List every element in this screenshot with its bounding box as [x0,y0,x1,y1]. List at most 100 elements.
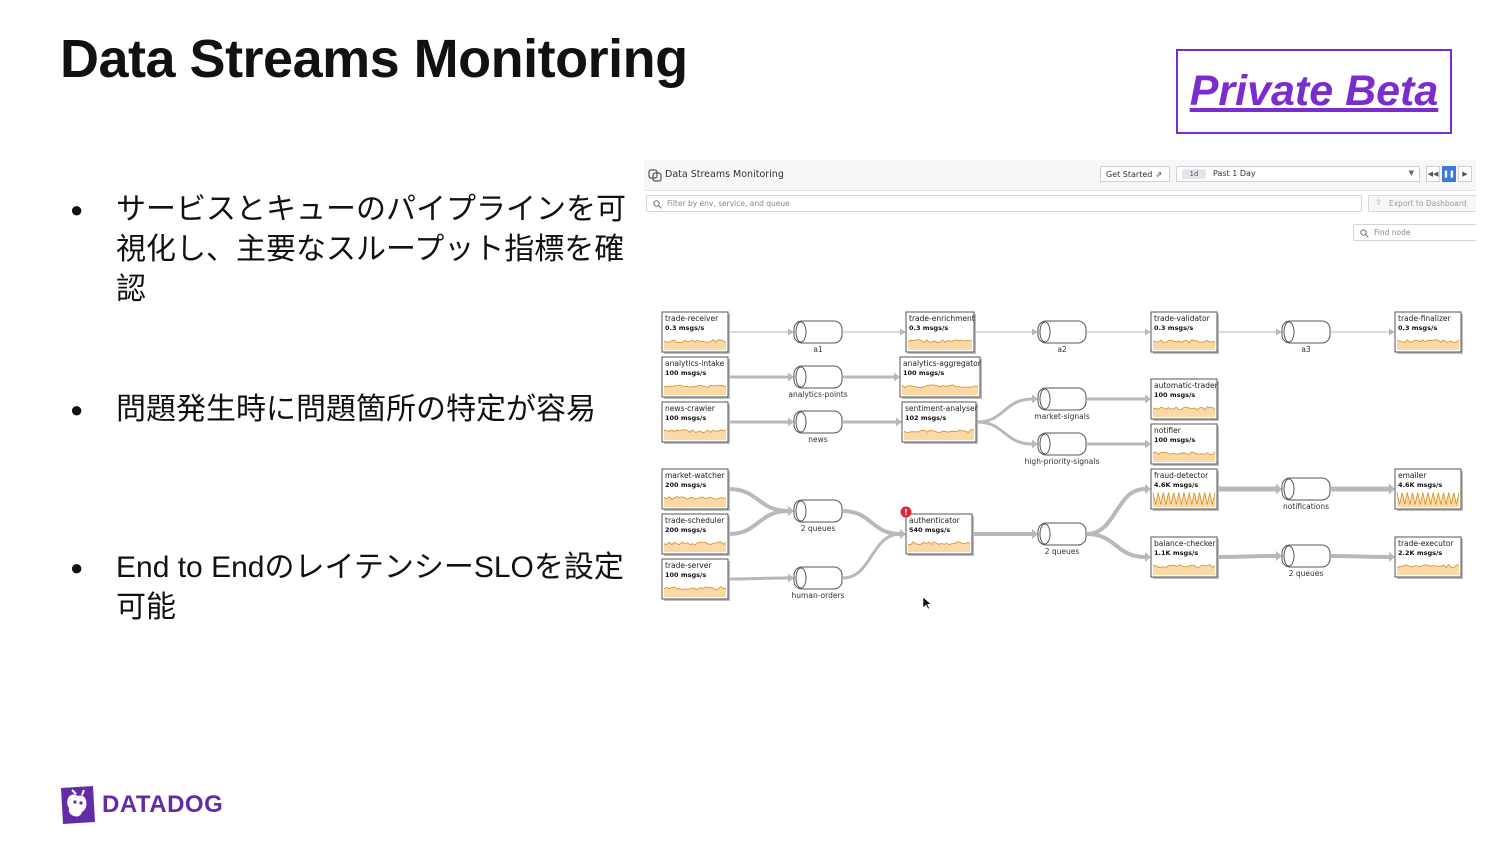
queue-node[interactable]: high-priority-signals [1025,432,1100,466]
queue-cylinder [793,410,843,434]
sparkline-line [1152,339,1216,344]
slide-title: Data Streams Monitoring [60,29,688,89]
filter-input[interactable]: Filter by env, service, and queue [646,195,1362,212]
edge-arrowhead [900,328,906,336]
throughput-sparkline [664,541,726,552]
queue-cylinder-cap [795,411,807,433]
pause-icon: ❚❚ [1443,170,1455,178]
sparkline-line [1152,406,1216,411]
service-rate: 100 msgs/s [1154,436,1195,444]
queue-node[interactable]: market-signals [1034,387,1090,421]
private-beta-link[interactable]: Private Beta [1189,67,1439,115]
alert-icon-mark: ! [904,508,908,517]
sparkline-line [663,586,727,591]
edge-arrowhead [1276,551,1282,561]
sparkline-line [664,384,727,389]
edge-arrowhead [1145,484,1151,494]
throughput-sparkline [1397,339,1459,350]
queue-cylinder-cap [795,366,807,388]
queue-node[interactable]: human-orders [792,566,845,600]
forward-button[interactable]: ▶ [1458,166,1472,182]
service-name: trade-executor [1398,539,1454,548]
sparkline-line [903,429,975,434]
service-name: notifier [1154,426,1182,435]
time-range-select[interactable]: 1d Past 1 Day ▼ [1176,166,1420,182]
queue-cylinder-cap [795,567,807,589]
pipeline-edge [1217,554,1277,559]
alert-icon[interactable] [900,506,912,518]
service-rate: 0.3 msgs/s [1398,324,1437,332]
sparkline-line [1396,492,1460,505]
private-beta-badge[interactable]: Private Beta [1176,49,1452,134]
throughput-sparkline [902,384,978,395]
export-dashboard-button[interactable]: ⇪ Export to Dashboard [1368,195,1476,212]
queue-cylinder [1037,320,1087,344]
edge-arrowhead [788,372,794,382]
service-name: news-crawler [665,404,716,413]
queue-node[interactable]: 2 queues [1037,522,1087,556]
queue-label: a2 [1057,345,1067,354]
time-range-label: Past 1 Day [1213,169,1256,178]
datadog-dog-icon [61,786,95,824]
sparkline-line [663,339,727,344]
node-layer: a1 a2 a3 analytics-points news market-signals… [661,311,1463,610]
play-icon: ▶ [1462,170,1468,178]
queue-node[interactable]: 2 queues [793,499,843,533]
service-rate: 0.3 msgs/s [909,324,948,332]
queue-label: human-orders [792,591,845,600]
pipeline-edge [976,397,1033,424]
queue-node[interactable]: a3 [1281,320,1331,354]
filter-placeholder: Filter by env, service, and queue [667,199,790,208]
pause-button[interactable]: ❚❚ [1442,166,1456,182]
edge-arrowhead [1145,439,1151,449]
get-started-button[interactable]: Get Started ⇗ [1100,166,1170,182]
find-node-input[interactable]: Find node [1353,224,1476,241]
upload-icon: ⇪ [1375,198,1382,207]
app-header: Data Streams Monitoring Get Started ⇗ 1d… [644,160,1476,191]
queue-node[interactable]: news [793,410,843,444]
service-name: emailer [1398,471,1427,480]
sparkline-line [1396,339,1460,344]
queue-label: news [808,435,828,444]
service-rate: 1.1K msgs/s [1154,549,1198,557]
queue-cylinder-cap [1283,478,1295,500]
service-name: analytics-aggregator [903,359,982,368]
service-name: sentiment-analyser [905,404,979,413]
service-rate: 100 msgs/s [665,369,706,377]
bullet-text: End to EndのレイテンシーSLOを設定可能 [116,551,624,624]
queue-node[interactable]: notifications [1281,477,1331,511]
throughput-sparkline [908,541,970,552]
service-rate: 4.6K msgs/s [1154,481,1198,489]
queue-cylinder-cap [1039,321,1051,343]
queue-node[interactable]: 2 queues [1281,544,1331,578]
queue-node[interactable]: a1 [793,320,843,354]
queue-node[interactable]: a2 [1037,320,1087,354]
queue-node[interactable]: analytics-points [788,365,848,399]
service-rate: 540 msgs/s [909,526,950,534]
rewind-button[interactable]: ◀◀ [1426,166,1440,182]
queue-cylinder-cap [1039,523,1051,545]
edge-arrowhead [894,372,900,382]
queue-label: 2 queues [801,524,836,533]
service-rate: 102 msgs/s [905,414,946,422]
sparkline-line [901,384,979,389]
pipeline-edge [1330,554,1390,559]
